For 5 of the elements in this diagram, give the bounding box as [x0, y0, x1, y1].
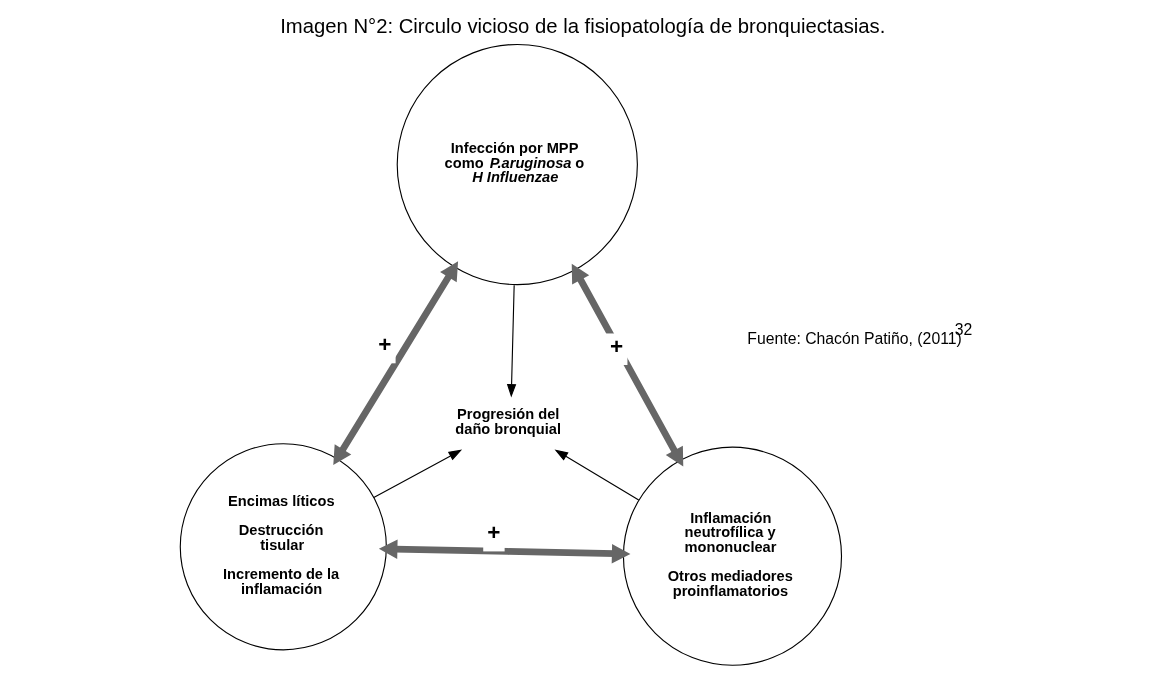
node-text: Progresión del daño bronquial	[454, 406, 561, 437]
edge-label: +	[377, 332, 391, 358]
edge-label: +	[609, 333, 623, 359]
diagram-title: Imagen N°2: Circulo vicioso de la fisiopatología de bronquiectasias.	[279, 15, 885, 38]
edge-label: +	[486, 520, 500, 546]
